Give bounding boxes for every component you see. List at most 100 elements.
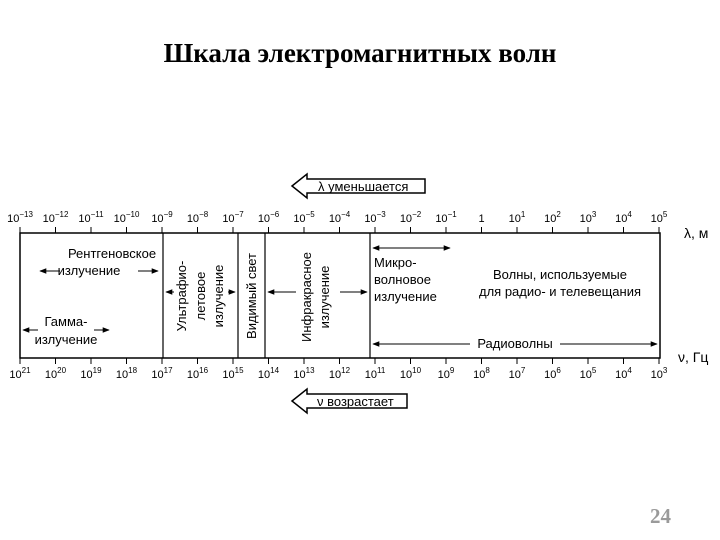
microwave-label-line3: излучение bbox=[374, 289, 437, 304]
radio-broadcast-band: Волны, используемые для радио- и телевещ… bbox=[479, 267, 641, 299]
wavelength-tick-label: 10−11 bbox=[78, 210, 104, 225]
wavelength-tick-base: 10 bbox=[151, 213, 163, 225]
uv-label-line2: летовое bbox=[193, 272, 208, 321]
gamma-label-line2: излучение bbox=[35, 332, 98, 347]
wavelength-tick-exponent: −5 bbox=[306, 210, 316, 219]
wavelength-tick-label: 101 bbox=[509, 210, 526, 225]
wavelength-decreases-arrow: λ уменьшается bbox=[290, 172, 426, 200]
frequency-tick-exponent: 17 bbox=[164, 366, 173, 375]
frequency-tick-base: 10 bbox=[187, 369, 199, 381]
frequency-tick-label: 103 bbox=[651, 366, 668, 381]
frequency-tick-label: 1017 bbox=[151, 366, 173, 381]
frequency-tick-base: 10 bbox=[365, 369, 377, 381]
frequency-tick-exponent: 7 bbox=[521, 366, 526, 375]
frequency-tick-base: 10 bbox=[222, 369, 234, 381]
wavelength-tick-base: 1 bbox=[478, 213, 484, 225]
frequency-tick-label: 1018 bbox=[116, 366, 138, 381]
wavelength-tick-label: 10−6 bbox=[258, 210, 280, 225]
xray-band: Рентгеновское излучение bbox=[39, 246, 159, 278]
frequency-tick-base: 10 bbox=[80, 369, 92, 381]
frequency-tick-label: 107 bbox=[509, 366, 526, 381]
wavelength-tick-label: 10−5 bbox=[293, 210, 315, 225]
wavelength-tick-base: 10 bbox=[400, 213, 412, 225]
frequency-increases-arrow: ν возрастает bbox=[290, 387, 408, 415]
frequency-tick-label: 106 bbox=[544, 366, 561, 381]
microwave-band: Микро- волновое излучение bbox=[372, 245, 451, 304]
wavelength-tick-base: 10 bbox=[651, 213, 663, 225]
wavelength-tick-base: 10 bbox=[78, 213, 90, 225]
frequency-tick-label: 1010 bbox=[400, 366, 422, 381]
wavelength-tick-label: 10−10 bbox=[114, 210, 140, 225]
frequency-tick-exponent: 10 bbox=[412, 366, 421, 375]
frequency-tick-base: 10 bbox=[615, 369, 627, 381]
wavelength-tick-label: 104 bbox=[615, 210, 632, 225]
microwave-label-line1: Микро- bbox=[374, 255, 417, 270]
wavelength-tick-base: 10 bbox=[615, 213, 627, 225]
wavelength-tick-base: 10 bbox=[187, 213, 199, 225]
frequency-tick-base: 10 bbox=[400, 369, 412, 381]
wavelength-tick-exponent: 1 bbox=[521, 210, 526, 219]
frequency-increases-label: ν возрастает bbox=[317, 394, 394, 409]
wavelength-tick-exponent: −8 bbox=[199, 210, 209, 219]
wavelength-tick-exponent: 5 bbox=[663, 210, 668, 219]
page-number: 24 bbox=[650, 504, 671, 528]
gamma-label-line1: Гамма- bbox=[45, 314, 88, 329]
wavelength-decreases-label: λ уменьшается bbox=[318, 179, 408, 194]
wavelength-tick-base: 10 bbox=[258, 213, 270, 225]
frequency-tick-label: 1019 bbox=[80, 366, 102, 381]
xray-label-line2: излучение bbox=[58, 263, 121, 278]
wavelength-tick-base: 10 bbox=[544, 213, 556, 225]
radio-label: Радиоволны bbox=[477, 336, 552, 351]
wavelength-tick-label: 10−3 bbox=[364, 210, 386, 225]
wavelength-tick-exponent: 3 bbox=[592, 210, 597, 219]
wavelength-tick-label: 10−4 bbox=[329, 210, 351, 225]
frequency-tick-base: 10 bbox=[151, 369, 163, 381]
wavelength-tick-base: 10 bbox=[7, 213, 19, 225]
wavelength-tick-label: 105 bbox=[651, 210, 668, 225]
wavelength-tick-label: 10−9 bbox=[151, 210, 173, 225]
wavelength-tick-label: 10−1 bbox=[435, 210, 457, 225]
frequency-tick-exponent: 5 bbox=[592, 366, 597, 375]
wavelength-tick-label: 10−2 bbox=[400, 210, 422, 225]
frequency-tick-base: 10 bbox=[438, 369, 450, 381]
frequency-tick-label: 1020 bbox=[45, 366, 67, 381]
wavelength-tick-exponent: −12 bbox=[55, 210, 69, 219]
wavelength-tick-exponent: 4 bbox=[627, 210, 632, 219]
ir-label-line1: Инфракрасное bbox=[299, 252, 314, 342]
frequency-tick-exponent: 16 bbox=[199, 366, 208, 375]
frequency-tick-exponent: 6 bbox=[556, 366, 561, 375]
frequency-tick-label: 104 bbox=[615, 366, 632, 381]
wavelength-tick-base: 10 bbox=[293, 213, 305, 225]
uv-label-line3: излучение bbox=[211, 265, 226, 328]
wavelength-tick-base: 10 bbox=[222, 213, 234, 225]
wavelength-tick-exponent: −4 bbox=[341, 210, 351, 219]
frequency-tick-label: 1013 bbox=[293, 366, 315, 381]
wavelength-tick-exponent: −3 bbox=[377, 210, 387, 219]
wavelength-tick-label: 10−7 bbox=[222, 210, 244, 225]
wavelength-tick-base: 10 bbox=[329, 213, 341, 225]
frequency-tick-base: 10 bbox=[258, 369, 270, 381]
frequency-tick-base: 10 bbox=[651, 369, 663, 381]
wavelength-tick-exponent: −9 bbox=[164, 210, 174, 219]
ultraviolet-band: Ультрафио- летовое излучение bbox=[165, 261, 236, 331]
frequency-tick-label: 1015 bbox=[222, 366, 244, 381]
gamma-band: Гамма- излучение bbox=[22, 314, 110, 347]
frequency-tick-label: 1021 bbox=[9, 366, 31, 381]
frequency-tick-base: 10 bbox=[9, 369, 21, 381]
frequency-tick-base: 10 bbox=[45, 369, 57, 381]
frequency-tick-exponent: 14 bbox=[270, 366, 279, 375]
xray-label-line1: Рентгеновское bbox=[68, 246, 156, 261]
frequency-tick-exponent: 4 bbox=[627, 366, 632, 375]
frequency-tick-exponent: 3 bbox=[663, 366, 668, 375]
broadcast-label-line1: Волны, используемые bbox=[493, 267, 627, 282]
frequency-tick-exponent: 13 bbox=[306, 366, 315, 375]
frequency-tick-label: 109 bbox=[438, 366, 455, 381]
wavelength-tick-base: 10 bbox=[509, 213, 521, 225]
ir-label-line2: излучение bbox=[317, 266, 332, 329]
frequency-tick-base: 10 bbox=[580, 369, 592, 381]
frequency-tick-exponent: 20 bbox=[57, 366, 66, 375]
wavelength-tick-exponent: −6 bbox=[270, 210, 280, 219]
wavelength-tick-exponent: −11 bbox=[91, 210, 105, 219]
frequency-tick-exponent: 18 bbox=[128, 366, 137, 375]
